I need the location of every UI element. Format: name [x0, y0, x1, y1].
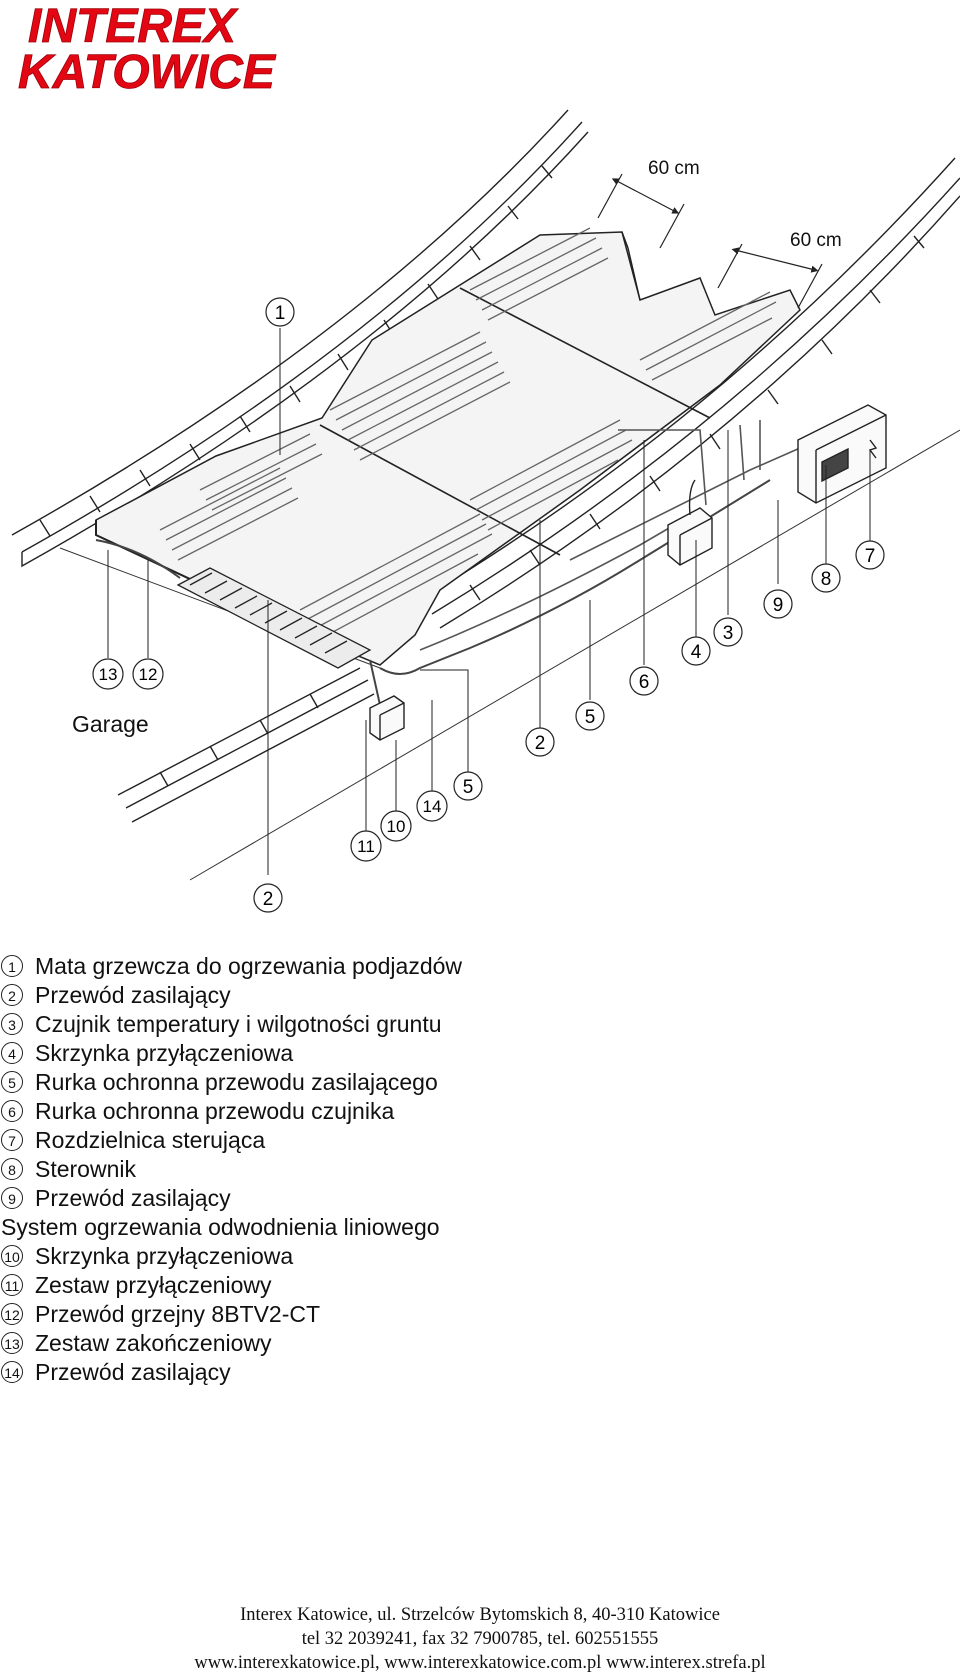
heated-driveway-area [95, 231, 801, 666]
left-curb-lower [117, 667, 375, 823]
heating-mats [159, 227, 777, 641]
svg-text:3: 3 [723, 623, 734, 644]
leader-lines [107, 328, 871, 875]
control-cabinet [797, 404, 887, 504]
svg-text:2: 2 [535, 733, 546, 754]
dimension-label-1: 60 cm [648, 158, 700, 179]
left-curb-upper [11, 109, 589, 568]
svg-text:8: 8 [821, 569, 832, 590]
company-logo: INTEREX KATOWICE [18, 0, 278, 99]
callout-3: 3 [713, 617, 743, 647]
callout-12: 12 [132, 658, 164, 690]
logo-line2: KATOWICE [18, 46, 277, 99]
dimension-label-2: 60 cm [790, 230, 842, 251]
svg-text:13: 13 [99, 665, 118, 684]
callout-6: 6 [629, 666, 659, 696]
heating-installation-diagram: INTEREX KATOWICE [11, 0, 960, 913]
svg-text:5: 5 [585, 707, 596, 728]
svg-text:12: 12 [139, 665, 158, 684]
svg-text:5: 5 [463, 777, 474, 798]
svg-text:11: 11 [357, 837, 375, 856]
callout-5-right: 5 [575, 701, 605, 731]
footer-websites[interactable]: www.interexkatowice.pl, www.interexkatow… [194, 1653, 766, 1673]
callouts: 1 2 2 3 4 5 5 6 7 8 9 10 11 12 13 14 [92, 297, 885, 913]
svg-text:7: 7 [865, 546, 876, 567]
junction-box-drain [369, 695, 405, 741]
conduits [419, 420, 801, 651]
callout-2-bottom: 2 [253, 883, 283, 913]
svg-text:1: 1 [275, 303, 286, 324]
svg-text:14: 14 [423, 797, 442, 816]
svg-text:6: 6 [639, 672, 650, 693]
drainage-grate [176, 567, 372, 669]
footer-contact: Interex Katowice, ul. Strzelców Bytomski… [0, 1603, 960, 1675]
callout-11: 11 [350, 830, 382, 862]
callout-9: 9 [763, 589, 793, 619]
callout-5-left: 5 [453, 771, 483, 801]
dimension-indicators [597, 173, 823, 309]
callout-4: 4 [681, 636, 711, 666]
logo-line1: INTEREX [28, 0, 239, 53]
callout-13: 13 [92, 658, 124, 690]
svg-text:10: 10 [387, 817, 406, 836]
callout-1: 1 [265, 297, 295, 327]
footer-phones: tel 32 2039241, fax 32 7900785, tel. 602… [301, 1629, 659, 1649]
callout-14: 14 [416, 790, 448, 822]
callout-2-mid: 2 [525, 727, 555, 757]
garage-label: Garage [72, 711, 149, 737]
svg-text:2: 2 [263, 889, 274, 910]
callout-7: 7 [855, 540, 885, 570]
junction-box-main [667, 479, 713, 566]
callout-8: 8 [811, 563, 841, 593]
callout-10: 10 [380, 810, 412, 842]
right-curb [419, 157, 960, 629]
footer-address: Interex Katowice, ul. Strzelców Bytomski… [240, 1605, 720, 1625]
legend-section-title: System ogrzewania odwodnienia liniowego [1, 1214, 440, 1240]
svg-text:9: 9 [773, 595, 784, 616]
svg-text:4: 4 [691, 642, 702, 663]
